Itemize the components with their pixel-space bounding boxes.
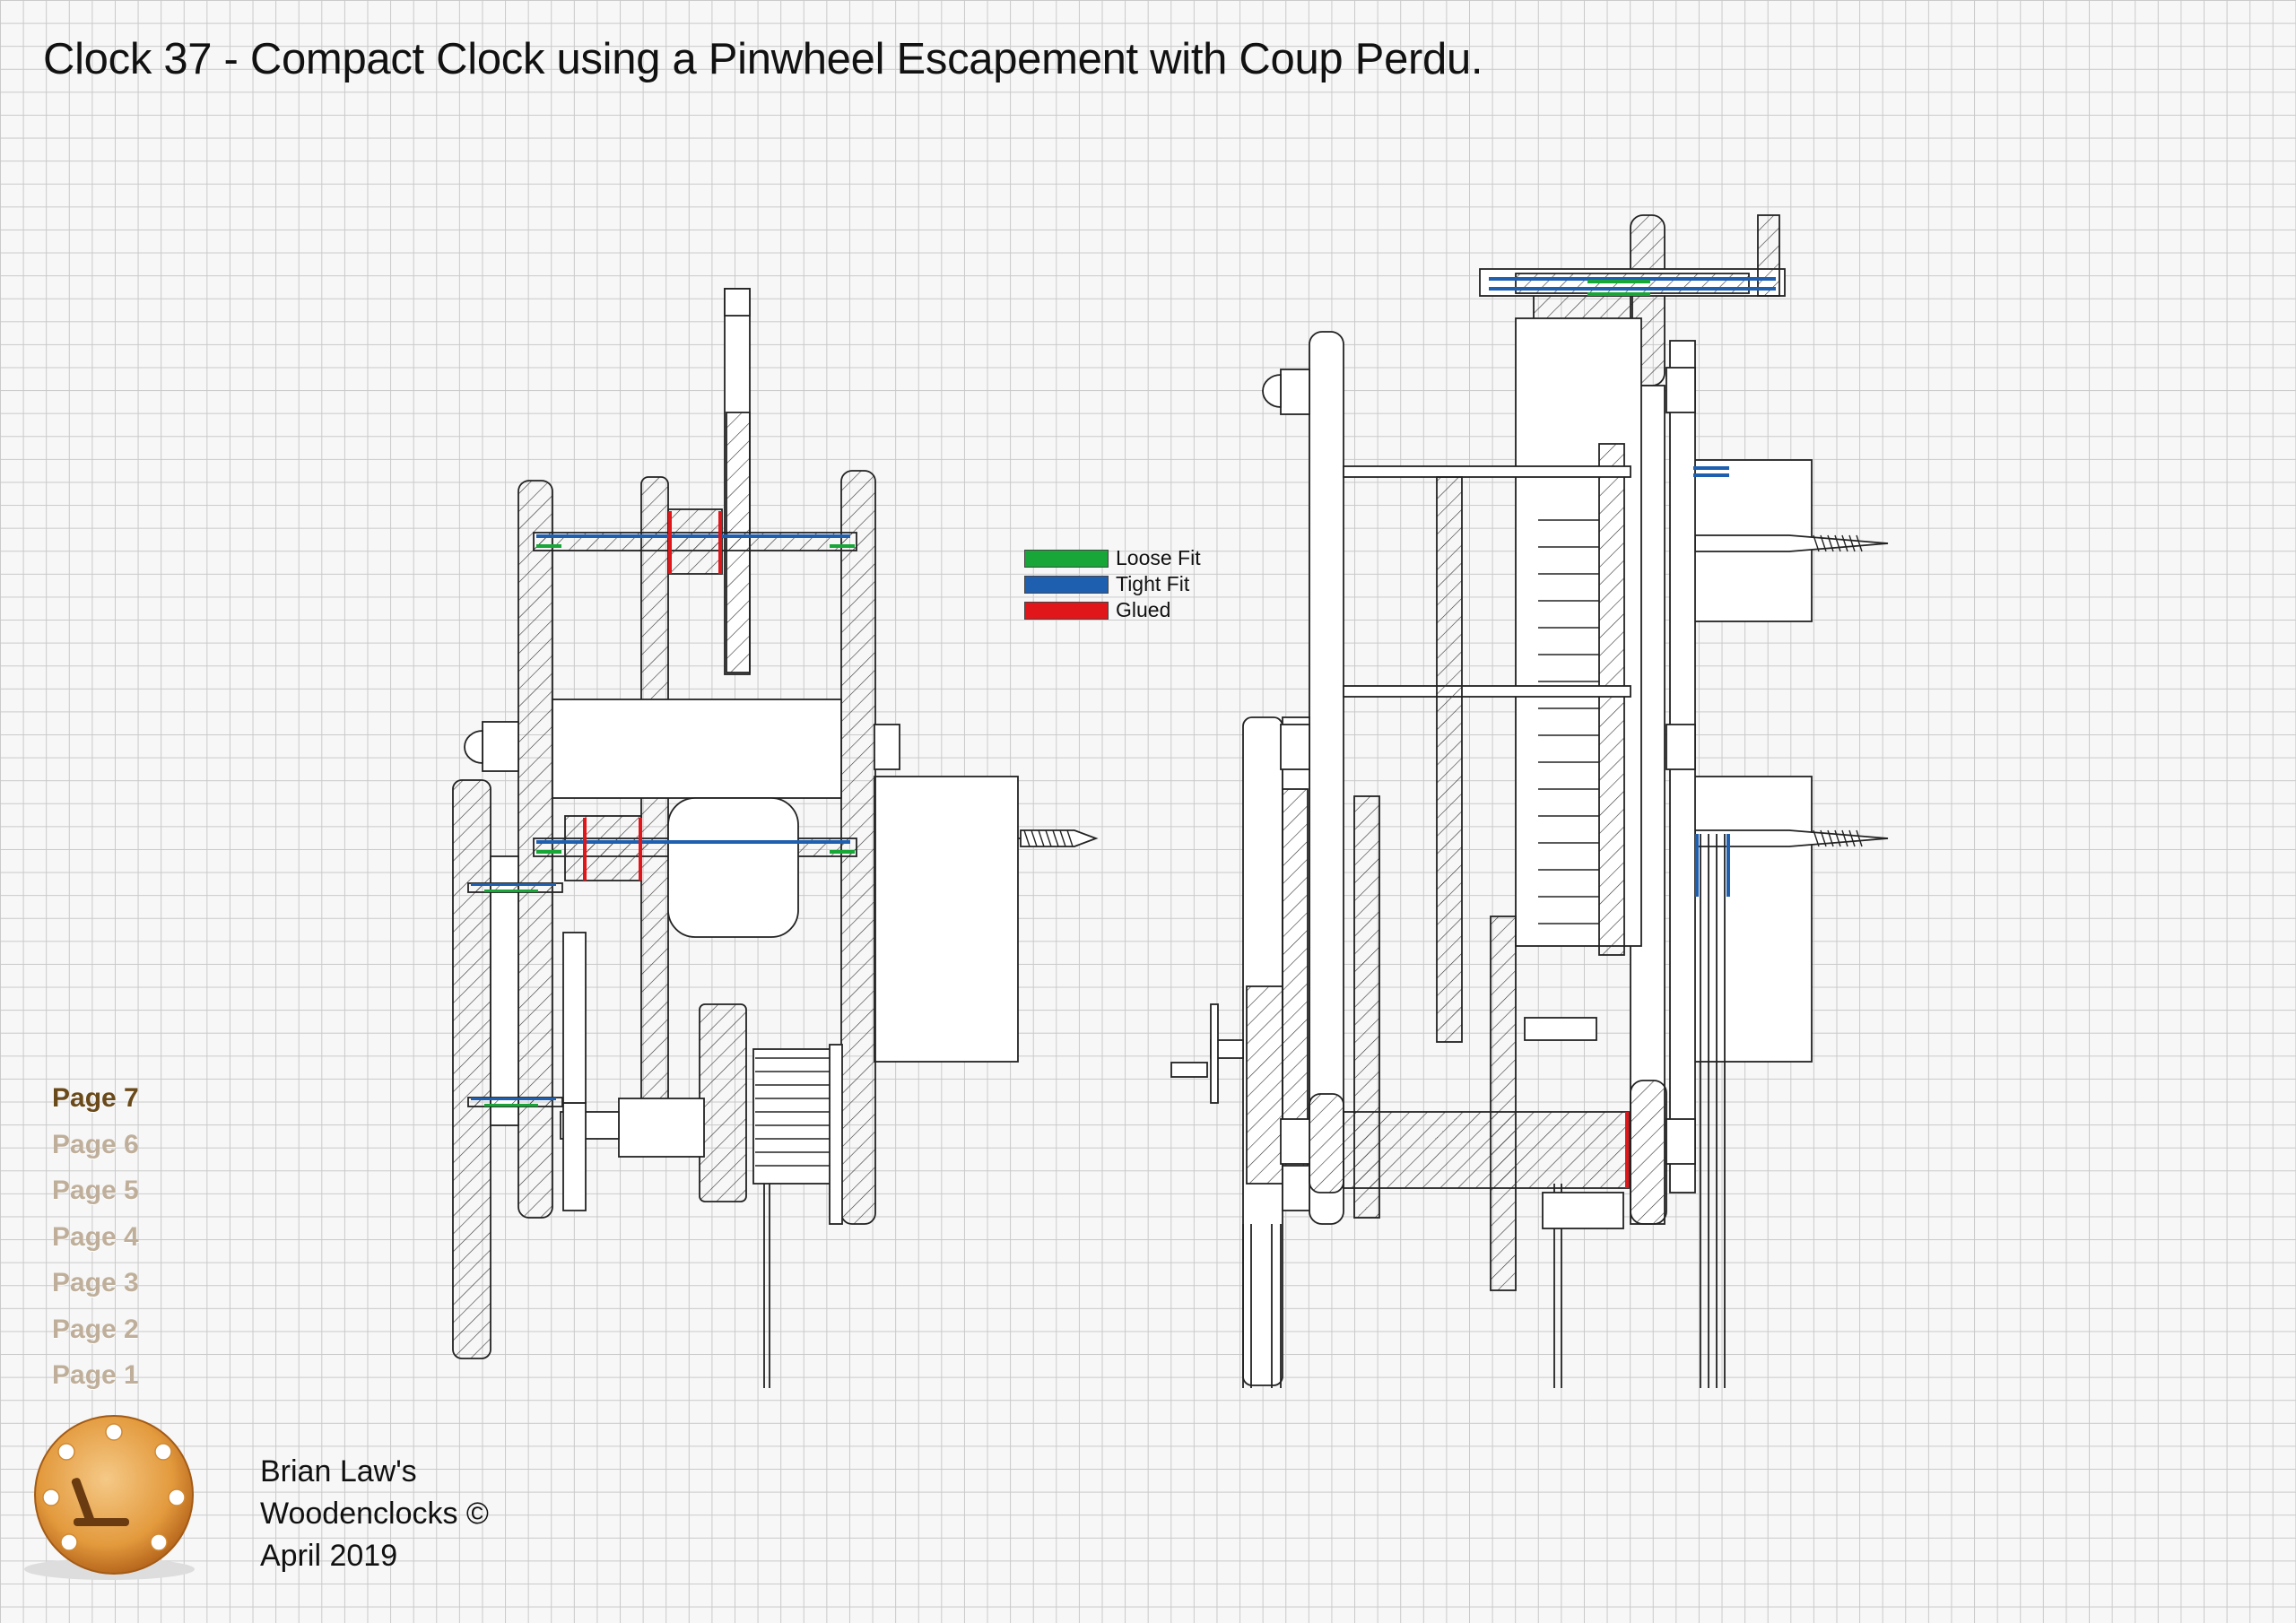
left-fit-highlights — [471, 511, 855, 1107]
page-3-link[interactable]: Page 3 — [52, 1268, 139, 1298]
page-4-link[interactable]: Page 4 — [52, 1221, 139, 1252]
page-2-link[interactable]: Page 2 — [52, 1314, 139, 1344]
credit-date: April 2019 — [260, 1539, 398, 1573]
right-fit-highlights — [1489, 277, 1776, 1188]
wall-screw-right-top — [1694, 534, 1889, 552]
wall-screw-left — [1018, 829, 1099, 847]
legend-label: Tight Fit — [1116, 572, 1190, 595]
right-section-view — [1170, 214, 1889, 1388]
woodenclocks-logo-icon[interactable] — [20, 1412, 217, 1592]
page-5-link[interactable]: Page 5 — [52, 1176, 139, 1205]
legend-item-loose-fit: Loose Fit — [1024, 545, 1201, 571]
fit-legend: Loose Fit Tight Fit Glued — [1024, 545, 1201, 623]
legend-label: Glued — [1116, 598, 1171, 621]
credit-author: Brian Law's — [260, 1454, 417, 1488]
glued-swatch — [1024, 601, 1109, 620]
loose-fit-swatch — [1024, 549, 1109, 568]
author-credit: Brian Law's Woodenclocks © April 2019 — [260, 1451, 489, 1577]
legend-item-glued: Glued — [1024, 597, 1201, 623]
tight-fit-swatch — [1024, 575, 1109, 594]
legend-item-tight-fit: Tight Fit — [1024, 571, 1201, 597]
page-title: Clock 37 - Compact Clock using a Pinwhee… — [43, 35, 1483, 83]
legend-label: Loose Fit — [1116, 546, 1201, 569]
page-1-link[interactable]: Page 1 — [52, 1360, 139, 1390]
page-7-link[interactable]: Page 7 — [52, 1083, 139, 1113]
left-section-view — [452, 288, 1099, 1388]
page-navigation: Page 7 Page 6 Page 5 Page 4 Page 3 Page … — [52, 1083, 139, 1407]
credit-site: Woodenclocks © — [260, 1497, 489, 1531]
page-6-link[interactable]: Page 6 — [52, 1129, 139, 1159]
